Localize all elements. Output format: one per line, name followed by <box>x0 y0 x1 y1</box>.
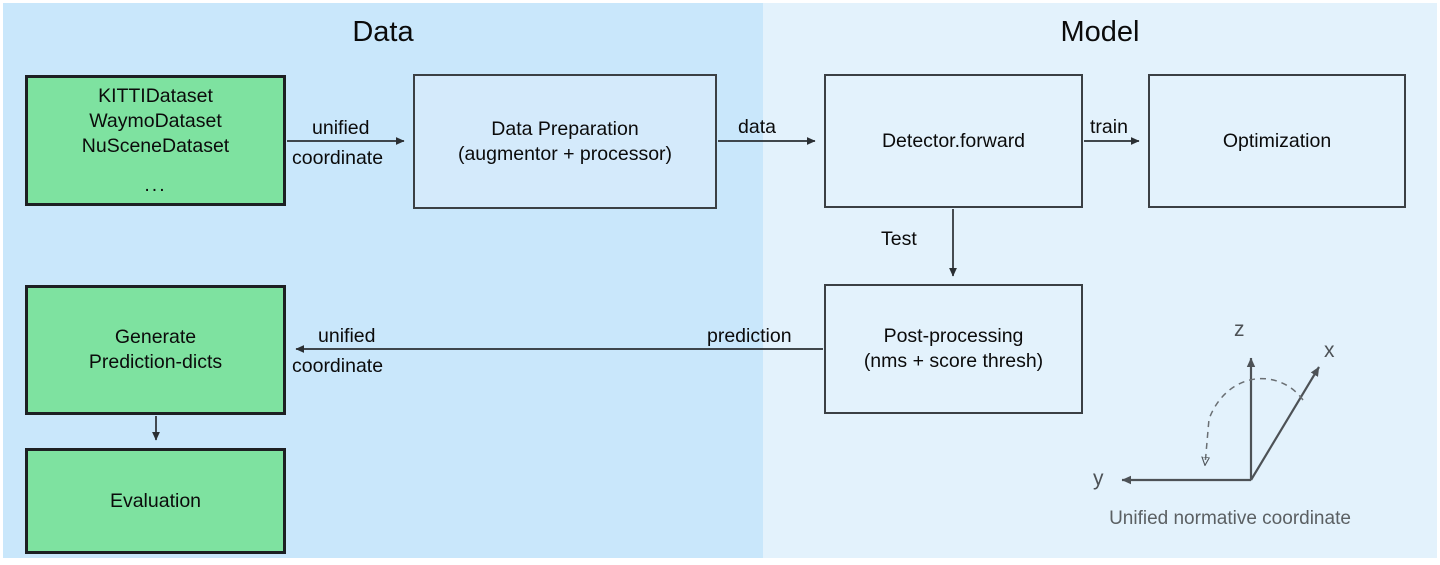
edge-label-prediction: prediction <box>707 325 792 347</box>
edge-label-coordinate-top: coordinate <box>292 147 384 169</box>
panel-model-title: Model <box>1060 16 1140 48</box>
edge-label-unified-bottom: unified <box>318 325 376 347</box>
axis-label-x: x <box>1324 339 1335 362</box>
node-data-preparation[interactable]: Data Preparation (augmentor + processor) <box>413 74 717 209</box>
node-generate-prediction-dicts-line-1: Generate <box>114 326 197 348</box>
node-evaluation-label: Evaluation <box>109 489 202 512</box>
node-datasets-line-3: NuSceneDataset <box>81 134 230 157</box>
axis-label-y: y <box>1093 467 1104 490</box>
node-data-preparation-line-1: Data Preparation <box>491 117 639 140</box>
node-generate-prediction-dicts-line-2: Prediction-dicts <box>88 351 223 373</box>
node-post-processing[interactable]: Post-processing (nms + score thresh) <box>824 284 1083 414</box>
node-optimization-label: Optimization <box>1222 129 1332 152</box>
edge-label-data: data <box>738 116 776 138</box>
edge-label-test: Test <box>881 228 917 250</box>
node-optimization[interactable]: Optimization <box>1148 74 1406 208</box>
node-post-processing-line-1: Post-processing <box>883 325 1024 347</box>
node-generate-prediction-dicts[interactable]: Generate Prediction-dicts <box>25 285 286 415</box>
node-datasets-line-1: KITTIDataset <box>98 84 213 107</box>
edge-label-unified-top: unified <box>312 117 370 139</box>
node-detector-forward[interactable]: Detector.forward <box>824 74 1083 208</box>
axis-label-z: z <box>1234 318 1245 341</box>
node-data-preparation-line-2: (augmentor + processor) <box>457 142 673 165</box>
node-post-processing-line-2: (nms + score thresh) <box>863 350 1044 372</box>
edge-label-train: train <box>1090 116 1128 138</box>
node-detector-forward-label: Detector.forward <box>881 129 1026 152</box>
panel-data-title: Data <box>352 16 414 48</box>
node-datasets-line-2: WaymoDataset <box>89 109 222 132</box>
edge-label-coordinate-bottom: coordinate <box>292 355 384 377</box>
node-evaluation[interactable]: Evaluation <box>25 448 286 554</box>
node-datasets[interactable]: KITTIDataset WaymoDataset NuSceneDataset… <box>25 75 286 206</box>
coordinate-system-caption: Unified normative coordinate <box>1109 508 1351 529</box>
node-datasets-ellipsis: ... <box>144 173 167 196</box>
